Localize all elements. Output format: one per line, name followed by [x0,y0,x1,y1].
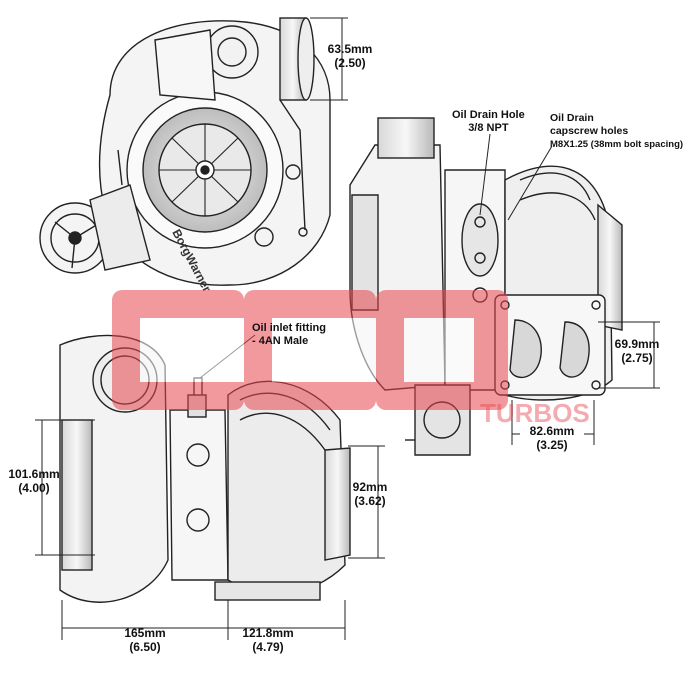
flange-height-label: 69.9mm (2.75) [605,337,669,365]
left-height-label: 101.6mm (4.00) [2,467,66,495]
oil-drain-hole-title: Oil Drain Hole [452,109,525,121]
bottom-left-mm: 165mm [124,626,166,640]
oil-inlet-label: Oil inlet fitting - 4AN Male [252,322,326,348]
inlet-in: (2.50) [334,56,366,70]
bottom-left-dimension-label: 165mm (6.50) [113,626,177,654]
oil-drain-hole-label: Oil Drain Hole 3/8 NPT [452,109,525,135]
inlet-dimension-lines [310,17,348,101]
watermark-logo [112,290,508,410]
outlet-in: (3.62) [354,494,386,508]
left-height-mm: 101.6mm [8,467,60,481]
bottom-right-mm: 121.8mm [242,626,294,640]
inlet-dimension-label: 63.5mm (2.50) [318,42,382,70]
oil-drain-hole-size: 3/8 NPT [468,122,509,134]
flange-height-in: (2.75) [621,351,653,365]
flange-width-in: (3.25) [536,438,568,452]
oil-drain-capscrew-line3: M8X1.25 (38mm bolt spacing) [550,139,684,150]
outlet-mm: 92mm [352,480,388,494]
front-view-drawing [39,17,331,286]
watermark-subtext: TURBOS [480,398,590,428]
oil-inlet-line2: - 4AN Male [252,335,309,347]
oil-drain-capscrew-line2: capscrew holes [550,125,629,137]
bottom-right-dimension-label: 121.8mm (4.79) [236,626,300,654]
flange-height-mm: 69.9mm [614,337,660,351]
oil-drain-capscrew-line1: Oil Drain [550,112,594,124]
outlet-dimension-label: 92mm (3.62) [340,480,400,508]
oil-drain-capscrew-label: Oil Drain capscrew holes M8X1.25 (38mm b… [550,112,683,151]
flange-width-mm: 82.6mm [529,424,575,438]
left-height-in: (4.00) [18,481,50,495]
side-view-dimension-lines [479,133,660,445]
oil-inlet-line1: Oil inlet fitting [252,322,326,334]
inlet-mm: 63.5mm [327,42,373,56]
bottom-left-in: (6.50) [129,640,161,654]
bottom-right-in: (4.79) [252,640,284,654]
flange-width-label: 82.6mm (3.25) [520,424,584,452]
